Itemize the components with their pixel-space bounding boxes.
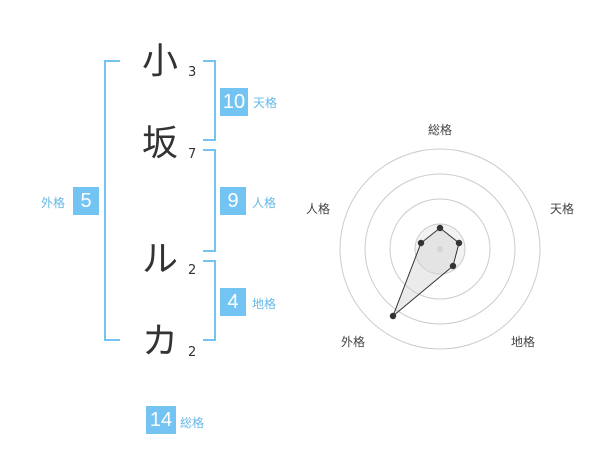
name-char-3: ル xyxy=(142,239,179,280)
radar-point-tenkaku xyxy=(455,239,463,247)
name-char-1: 小 xyxy=(142,41,179,82)
radar-axis-label-tenkaku: 天格 xyxy=(550,201,574,216)
radar-polygon xyxy=(391,227,460,318)
stroke-count-4: 2 xyxy=(188,345,197,360)
radar-point-soukaku xyxy=(436,224,444,232)
radar-axis-label-jinkaku: 人格 xyxy=(306,201,330,216)
radar-axis-label-chikaku: 地格 xyxy=(511,334,535,349)
gaikaku-value: 5 xyxy=(73,187,99,215)
jinkaku-label: 人格 xyxy=(252,196,277,210)
radar-axis-label-gaikaku: 外格 xyxy=(341,334,365,349)
radar-point-jinkaku xyxy=(417,239,425,247)
chikaku-label: 地格 xyxy=(252,297,277,311)
tenkaku-value: 10 xyxy=(220,88,248,116)
radar-ring-3 xyxy=(364,173,516,325)
gaikaku-bracket xyxy=(104,60,120,341)
stroke-count-1: 3 xyxy=(188,65,197,80)
tenkaku-label: 天格 xyxy=(253,96,278,110)
soukaku-label: 総格 xyxy=(180,416,205,430)
jinkaku-value: 9 xyxy=(220,187,246,215)
name-char-4: カ xyxy=(142,321,179,362)
chikaku-bracket xyxy=(203,260,216,341)
jinkaku-bracket xyxy=(203,149,216,252)
stroke-count-2: 7 xyxy=(188,147,197,162)
soukaku-value: 14 xyxy=(146,406,176,434)
radar-point-chikaku xyxy=(449,262,457,270)
chikaku-value: 4 xyxy=(220,288,246,316)
radar-point-gaikaku xyxy=(389,312,397,320)
stroke-count-3: 2 xyxy=(188,263,197,278)
radar-center xyxy=(437,246,443,252)
gaikaku-label: 外格 xyxy=(41,196,66,210)
radar-axis-label-soukaku: 総格 xyxy=(428,122,452,137)
tenkaku-bracket xyxy=(203,60,216,141)
radar-ring-2 xyxy=(389,198,491,300)
radar-ring-4 xyxy=(339,148,541,350)
name-char-2: 坂 xyxy=(142,123,179,164)
